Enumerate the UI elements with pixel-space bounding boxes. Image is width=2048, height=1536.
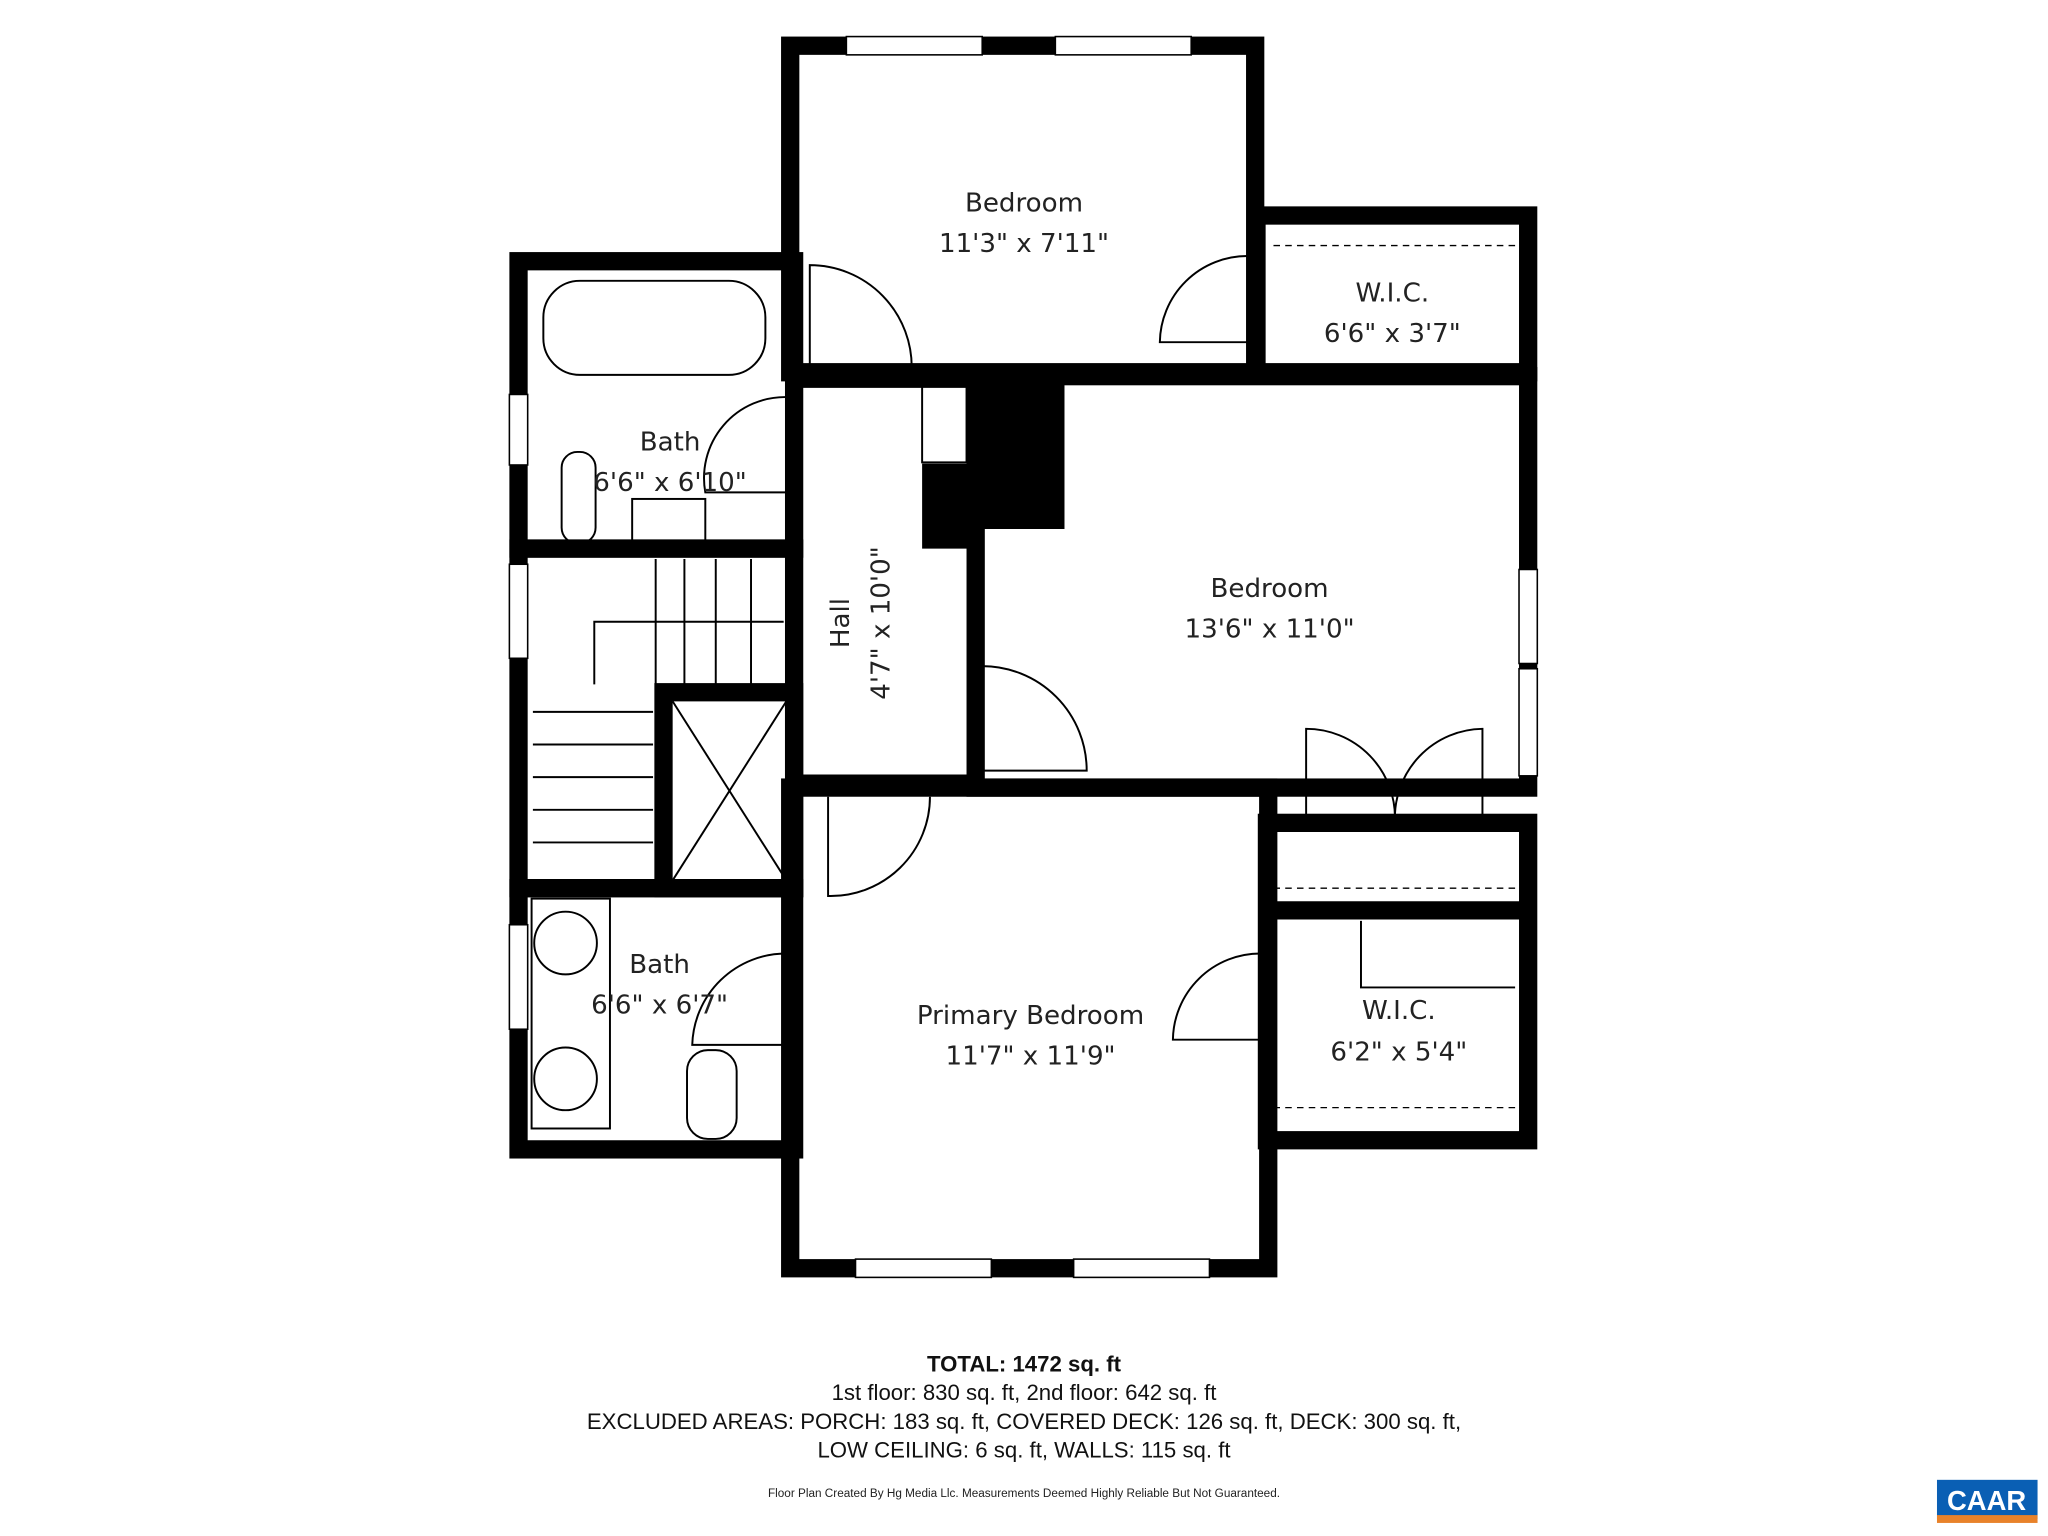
primary-name: Primary Bedroom: [917, 1001, 1144, 1031]
area-summary: TOTAL: 1472 sq. ft 1st floor: 830 sq. ft…: [587, 1351, 1461, 1499]
stairs: [532, 559, 784, 844]
doors: [691, 255, 1484, 1046]
bath-bottom-dims: 6'6" x 6'7": [591, 991, 728, 1021]
wic-top-dims: 6'6" x 3'7": [1324, 319, 1461, 349]
primary-dims: 11'7" x 11'9": [945, 1041, 1115, 1071]
bath-top-dims: 6'6" x 6'10": [593, 468, 746, 498]
total-area: TOTAL: 1472 sq. ft: [927, 1351, 1122, 1376]
excluded-areas-2: LOW CEILING: 6 sq. ft, WALLS: 115 sq. ft: [817, 1438, 1230, 1463]
walls: [509, 36, 1538, 1278]
excluded-areas: EXCLUDED AREAS: PORCH: 183 sq. ft, COVER…: [587, 1409, 1461, 1434]
caar-logo: CAAR: [1936, 1479, 2038, 1523]
bath-bottom-name: Bath: [629, 950, 690, 980]
wic-bottom-name: W.I.C.: [1362, 996, 1436, 1026]
bedroom-right-name: Bedroom: [1211, 574, 1329, 604]
bedroom-top-name: Bedroom: [965, 189, 1083, 219]
fixtures: [530, 244, 1516, 1140]
bath-top-name: Bath: [640, 428, 701, 458]
hall-dims: 4'7" x 10'0": [866, 546, 896, 699]
wic-top-name: W.I.C.: [1355, 279, 1429, 309]
wic-bottom-dims: 6'2" x 5'4": [1330, 1038, 1467, 1068]
floor-areas: 1st floor: 830 sq. ft, 2nd floor: 642 sq…: [832, 1380, 1217, 1405]
svg-text:CAAR: CAAR: [1947, 1485, 2026, 1516]
bedroom-top-dims: 11'3" x 7'11": [939, 229, 1109, 259]
credit: Floor Plan Created By Hg Media Llc. Meas…: [768, 1487, 1280, 1500]
chimney: [922, 369, 1065, 549]
room-labels: Bedroom 11'3" x 7'11" W.I.C. 6'6" x 3'7"…: [591, 189, 1467, 1072]
bedroom-right-dims: 13'6" x 11'0": [1185, 614, 1355, 644]
windows: [508, 35, 1539, 1279]
hall-name: Hall: [826, 598, 856, 648]
